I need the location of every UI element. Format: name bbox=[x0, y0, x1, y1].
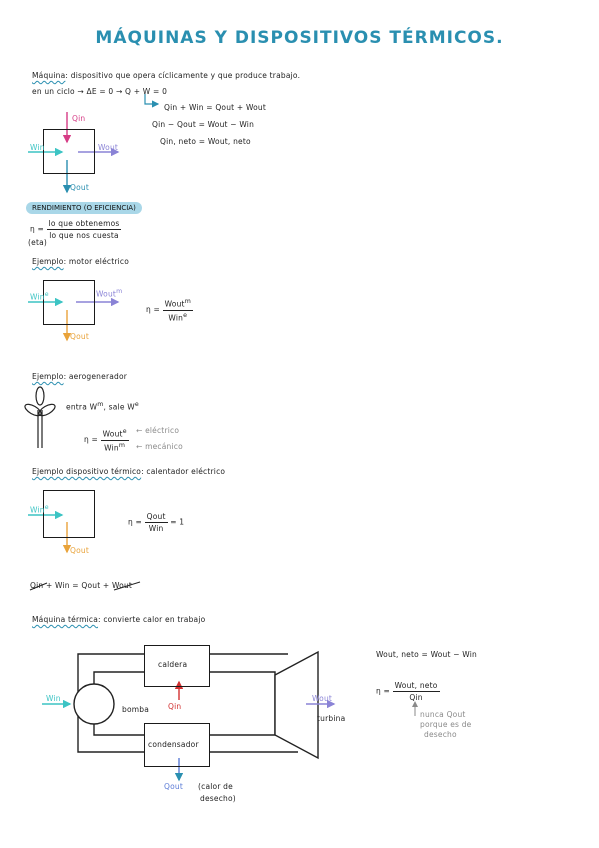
example3-text: : calentador eléctrico bbox=[141, 467, 226, 476]
energy-eq-3: Qin, neto = Wout, neto bbox=[160, 137, 251, 146]
qout-label: Qout bbox=[70, 183, 89, 192]
cancel-wout: Wout bbox=[112, 581, 133, 590]
turbina-label: turbina bbox=[317, 714, 346, 723]
ex1-qout-label: Qout bbox=[70, 332, 89, 341]
cycle-line: en un ciclo → ΔE = 0 → Q + W = 0 bbox=[32, 87, 168, 96]
example2-label: Ejemplo bbox=[32, 372, 64, 381]
cancel-middle: + Win = Qout + bbox=[45, 581, 110, 590]
efficiency-denominator: lo que nos cuesta bbox=[49, 231, 119, 240]
cancel-equation: Qin + Win = Qout + Wout bbox=[30, 581, 132, 590]
tm-qout-label: Qout bbox=[164, 782, 183, 791]
ex3-qout-label: Qout bbox=[70, 546, 89, 555]
eta-note: (eta) bbox=[28, 238, 48, 247]
tm-note-1: nunca Qout bbox=[420, 710, 466, 719]
example2-text: : aerogenerador bbox=[63, 372, 128, 381]
thermal-text: : convierte calor en trabajo bbox=[98, 615, 206, 624]
bomba-label: bomba bbox=[122, 705, 150, 714]
tm-qout-note-1: (calor de bbox=[198, 782, 233, 791]
ex2-desc: entra Wm, sale We bbox=[66, 401, 139, 412]
example1-text: : motor eléctrico bbox=[63, 257, 130, 266]
motor-box bbox=[43, 280, 95, 325]
tm-qin-label: Qin bbox=[168, 702, 182, 711]
efficiency-heading: RENDIMIENTO (O EFICIENCIA) bbox=[26, 202, 142, 214]
thermal-heading: Máquina térmica: convierte calor en trab… bbox=[32, 615, 205, 624]
page-title: MÁQUINAS Y DISPOSITIVOS TÉRMICOS. bbox=[95, 28, 504, 48]
qin-label: Qin bbox=[72, 114, 86, 123]
tm-wout-label: Wout bbox=[312, 694, 333, 703]
ex3-win-label: Wine bbox=[30, 504, 49, 515]
caldera-label: caldera bbox=[158, 660, 188, 669]
example3-label: Ejemplo dispositivo térmico bbox=[32, 467, 142, 476]
turbine-shape bbox=[274, 650, 319, 760]
cancel-qin: Qin bbox=[30, 581, 44, 590]
strike-wout bbox=[113, 581, 141, 591]
tm-qout-note-2: desecho) bbox=[200, 794, 236, 803]
tm-win-label: Win bbox=[46, 694, 61, 703]
example3-heading: Ejemplo dispositivo térmico: calentador … bbox=[32, 467, 225, 476]
strike-qin bbox=[29, 582, 48, 591]
example1-heading: Ejemplo: motor eléctrico bbox=[32, 257, 129, 266]
machine-box bbox=[43, 129, 95, 174]
ex1-win-label: Wine bbox=[30, 291, 49, 302]
ex2-annot-electric: ← eléctrico bbox=[136, 426, 180, 435]
condensador-box bbox=[144, 723, 210, 767]
ex1-wout-label: Woutm bbox=[96, 288, 123, 299]
hook-arrow bbox=[144, 94, 160, 108]
machine-definition: Máquina: dispositivo que opera cíclicame… bbox=[32, 71, 300, 80]
example1-label: Ejemplo bbox=[32, 257, 64, 266]
heater-box bbox=[43, 490, 95, 538]
thermal-label: Máquina térmica bbox=[32, 615, 99, 624]
win-label: Win bbox=[30, 143, 45, 152]
pump-circle bbox=[73, 683, 115, 725]
ex2-annot-mechanic: ← mecánico bbox=[136, 442, 183, 451]
wout-label: Wout bbox=[98, 143, 119, 152]
caldera-box bbox=[144, 645, 210, 687]
wind-turbine-icon bbox=[24, 386, 56, 448]
tm-note-2: porque es de bbox=[420, 720, 472, 729]
tm-eq-right: Wout, neto = Wout − Win bbox=[376, 650, 477, 659]
machine-term: Máquina bbox=[32, 71, 66, 80]
example2-heading: Ejemplo: aerogenerador bbox=[32, 372, 127, 381]
eta-symbol: η = bbox=[30, 224, 45, 234]
condensador-label: condensador bbox=[148, 740, 199, 749]
machine-definition-text: : dispositivo que opera cíclicamente y q… bbox=[65, 71, 301, 80]
energy-eq-1: Qin + Win = Qout + Wout bbox=[164, 103, 267, 112]
tm-note-3: desecho bbox=[424, 730, 457, 739]
energy-eq-2: Qin − Qout = Wout − Win bbox=[152, 120, 255, 129]
efficiency-numerator: lo que obtenemos bbox=[46, 219, 122, 230]
